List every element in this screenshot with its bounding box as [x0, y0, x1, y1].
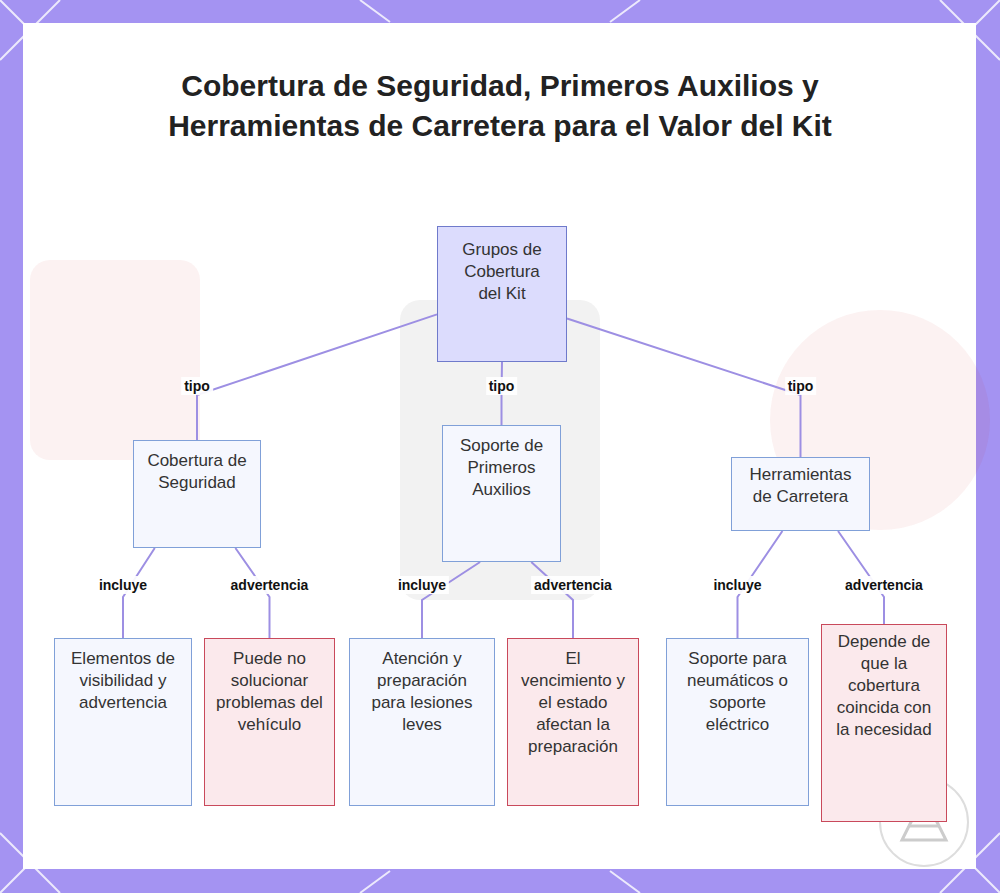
node-text: Soporte para neumáticos o soporte eléctr… — [683, 648, 792, 736]
category-box: Cobertura de Seguridad — [133, 440, 261, 548]
node-text: El vencimiento y el estado afectan la pr… — [520, 648, 626, 758]
category-box: Soporte para neumáticos o soporte eléctr… — [666, 638, 809, 806]
node-text: Elementos de visibilidad y advertencia — [67, 648, 179, 714]
edge-label: incluye — [96, 576, 150, 594]
diagram-title: Cobertura de Seguridad, Primeros Auxilio… — [150, 66, 850, 146]
warning-box: El vencimiento y el estado afectan la pr… — [507, 638, 639, 806]
connector-line — [567, 318, 801, 457]
edge-label: advertencia — [531, 576, 615, 594]
warning-box: Puede no solucionar problemas del vehícu… — [204, 638, 335, 806]
category-box: Atención y preparación para lesiones lev… — [349, 638, 495, 806]
category-box: Soporte de Primeros Auxilios — [442, 425, 561, 562]
node-text: Cobertura de Seguridad — [144, 450, 250, 494]
connector-line — [422, 562, 480, 638]
node-text: Depende de que la cobertura coincida con… — [834, 631, 934, 741]
node-text: Soporte de Primeros Auxilios — [455, 435, 548, 501]
node-text: Herramientas de Carretera — [740, 464, 861, 508]
warning-box: Depende de que la cobertura coincida con… — [821, 624, 947, 822]
edge-label: tipo — [181, 377, 213, 395]
connector-line — [531, 562, 573, 638]
node-text: Atención y preparación para lesiones lev… — [366, 648, 478, 736]
root-box: Grupos de Cobertura del Kit — [437, 226, 567, 362]
edge-label: advertencia — [842, 576, 926, 594]
edge-label: advertencia — [228, 576, 312, 594]
edge-label: tipo — [785, 377, 817, 395]
node-text: Grupos de Cobertura del Kit — [460, 239, 544, 305]
edge-label: incluye — [395, 576, 449, 594]
category-box: Herramientas de Carretera — [731, 457, 870, 531]
node-text: Puede no solucionar problemas del vehícu… — [215, 648, 324, 736]
category-box: Elementos de visibilidad y advertencia — [54, 638, 192, 806]
edge-label: tipo — [486, 377, 518, 395]
connector-line — [197, 314, 437, 440]
edge-label: incluye — [710, 576, 764, 594]
